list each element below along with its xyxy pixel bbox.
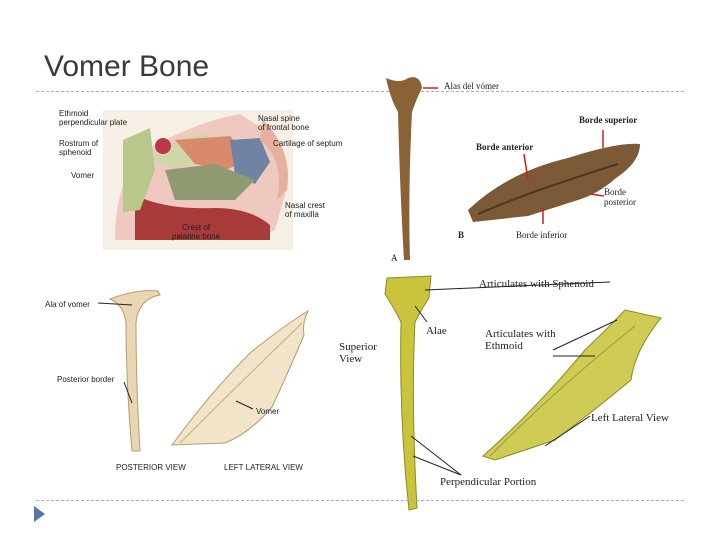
label-articulates-ethmoid: Articulates with Ethmoid — [485, 328, 556, 352]
label-vomer: Vomer — [71, 171, 95, 180]
vomer-yellow-illustration — [384, 275, 662, 511]
label-borde-posterior: Borde posterior — [604, 187, 636, 207]
label-borde-anterior: Borde anterior — [476, 142, 534, 152]
label-perpendicular-portion: Perpendicular Portion — [440, 476, 537, 488]
label-posterior-border: Posterior border — [57, 375, 115, 384]
sagittal-section-figure: Ethmoid perpendicular plate Rostrum of s… — [55, 100, 355, 250]
label-panel-b: B — [458, 230, 465, 240]
label-borde-superior: Borde superior — [579, 115, 638, 125]
vomer-drawing-illustration — [97, 290, 310, 452]
label-left-lateral-view-yellow: Left Lateral View — [591, 412, 669, 424]
title-divider — [36, 91, 684, 92]
label-alas-vomer: Alas del vómer — [444, 81, 499, 91]
bone-photo-illustration — [386, 77, 640, 260]
label-ethmoid-plate: Ethmoid perpendicular plate — [59, 109, 128, 127]
slide-nav-arrow-icon — [34, 506, 45, 522]
footer-divider — [36, 500, 684, 501]
label-nasal-crest: Nasal crest of maxilla — [285, 201, 326, 219]
label-left-lateral-view: LEFT LATERAL VIEW — [224, 463, 303, 472]
vomer-drawing-figure: Ala of vomer Posterior border Vomer POST… — [40, 283, 330, 478]
label-rostrum-sphenoid: Rostrum of sphenoid — [59, 139, 99, 157]
slide-title: Vomer Bone — [44, 50, 210, 83]
vomer-yellow-figure: Articulates with Sphenoid Alae Articulat… — [335, 270, 685, 516]
label-nasal-spine: Nasal spine of frontal bone — [258, 114, 310, 132]
label-cartilage-septum: Cartilage of septum — [273, 139, 343, 148]
label-alae: Alae — [426, 325, 447, 337]
label-ala-of-vomer: Ala of vomer — [45, 300, 90, 309]
label-panel-a: A — [391, 253, 398, 263]
label-borde-inferior: Borde inferior — [516, 230, 568, 240]
sagittal-section-illustration — [103, 110, 293, 250]
label-superior-view: Superior View — [339, 341, 377, 365]
label-crest-palatine: Crest of palatine bone — [172, 223, 221, 241]
label-articulates-sphenoid: Articulates with Sphenoid — [479, 278, 594, 290]
label-posterior-view: POSTERIOR VIEW — [116, 463, 186, 472]
label-vomer-drawing: Vomer — [256, 407, 280, 416]
bone-photo-figure: Alas del vómer Borde superior Borde ante… — [378, 72, 673, 267]
